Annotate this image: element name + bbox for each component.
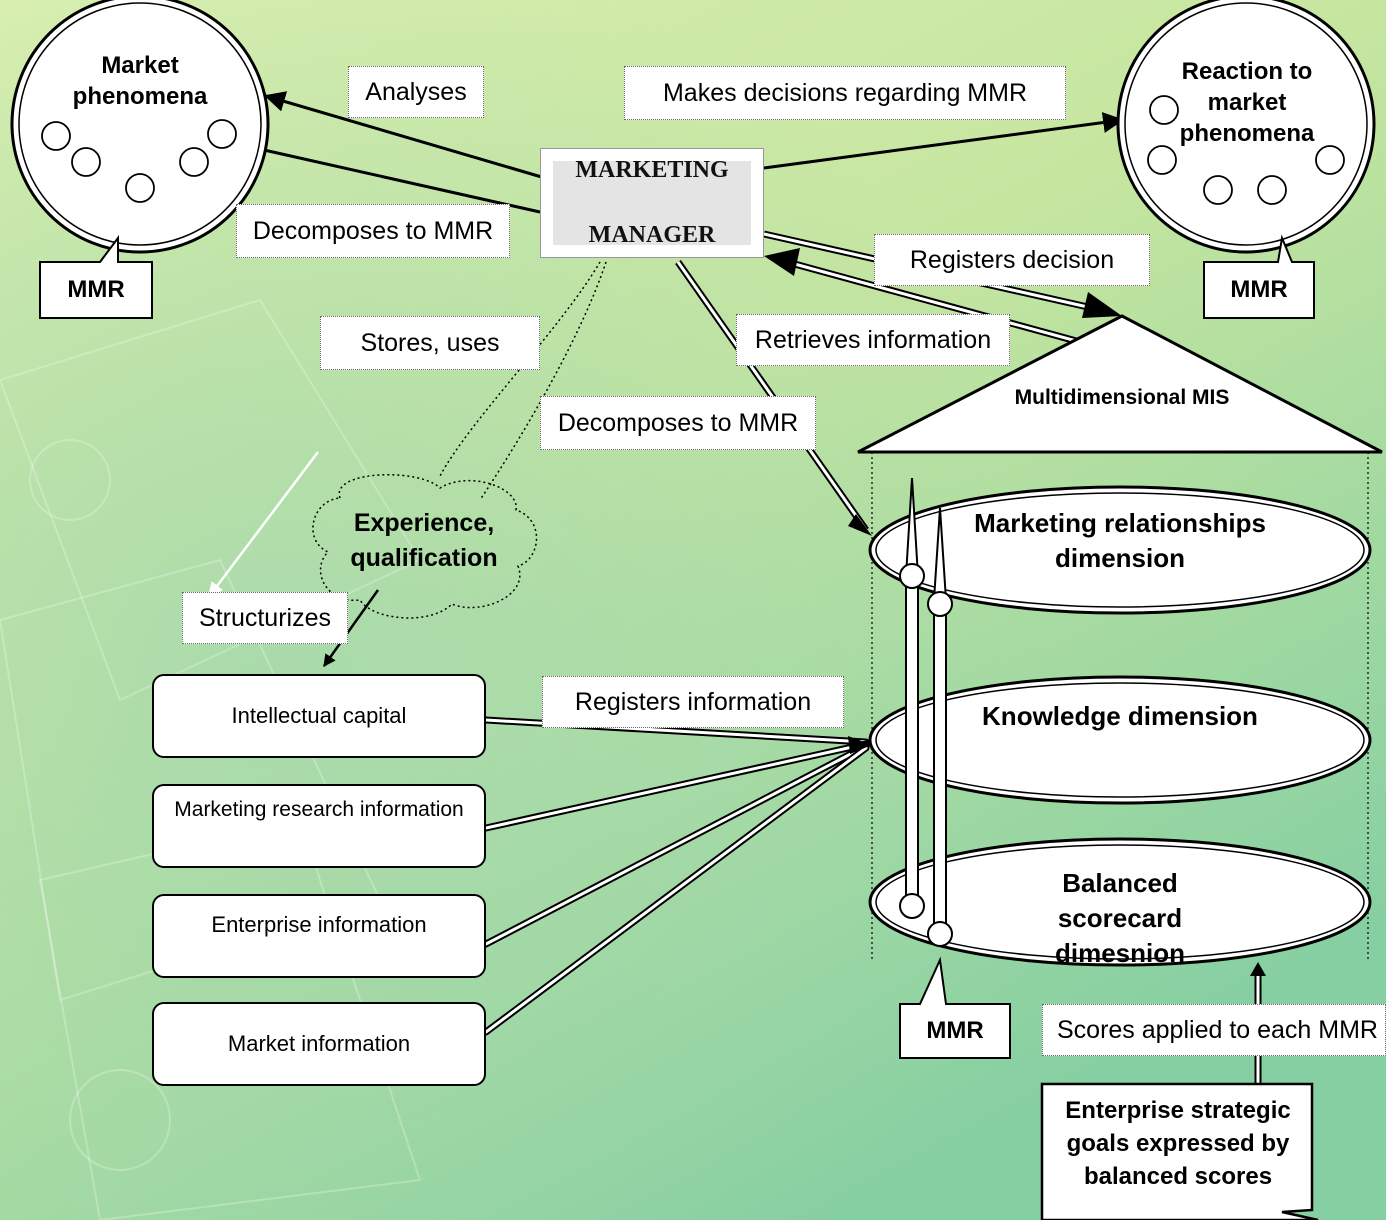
- label-decomposes-top: Decomposes to MMR: [236, 204, 510, 258]
- mmr-callout-bottom: [899, 956, 1011, 1059]
- arrows-registers-information: [482, 716, 872, 1036]
- arrow-structurizes: [213, 451, 319, 591]
- dimension-balanced-scorecard: Balanced scorecard dimesnion: [1054, 868, 1185, 969]
- mmr-label-right: MMR: [1230, 276, 1288, 303]
- label-analyses: Analyses: [348, 66, 484, 118]
- label-retrieves-information: Retrieves information: [736, 314, 1010, 366]
- label-structurizes: Structurizes: [182, 592, 348, 644]
- box-marketing-research-information: Marketing research information: [152, 784, 486, 868]
- arrow-experience-to-capital: [322, 589, 380, 668]
- manager-line-1: MARKETING: [575, 157, 729, 184]
- mmr-label-left: MMR: [67, 276, 125, 303]
- arrow-analyses: [263, 91, 546, 180]
- strategic-goals-callout: [1040, 1082, 1319, 1220]
- label-scores-applied: Scores applied to each MMR: [1042, 1004, 1386, 1056]
- experience-label: Experience, qualification: [350, 509, 498, 572]
- label-decomposes-mid: Decomposes to MMR: [540, 396, 816, 450]
- box-market-information: Market information: [152, 1002, 486, 1086]
- label-makes-decisions: Makes decisions regarding MMR: [624, 66, 1066, 120]
- market-phenomena-circle: [10, 0, 270, 254]
- manager-line-2: MANAGER: [588, 222, 716, 249]
- mmr-vertical-bars: [899, 477, 953, 947]
- arrow-makes-decisions: [763, 112, 1125, 170]
- experience-cloud: [312, 474, 538, 619]
- label-registers-information: Registers information: [542, 676, 844, 728]
- dimension-ellipses: [868, 485, 1372, 967]
- arrow-decomposes-top: [263, 148, 541, 214]
- dotted-connector: [479, 261, 607, 501]
- reaction-label: Reaction to market phenomena: [1179, 58, 1315, 148]
- dimension-marketing-relationships: Marketing relationships dimension: [974, 508, 1266, 574]
- mmr-callout-left: [39, 235, 153, 319]
- dotted-connector: [439, 261, 601, 477]
- label-registers-decision: Registers decision: [874, 234, 1150, 286]
- strategic-goals-label: Enterprise strategic goals expressed by …: [1065, 1097, 1291, 1191]
- mis-title: Multidimensional MIS: [1014, 386, 1230, 409]
- box-intellectual-capital: Intellectual capital: [152, 674, 486, 758]
- mmr-callout-right: [1203, 234, 1315, 319]
- marketing-manager-label: MARKETING MANAGER: [553, 157, 751, 248]
- label-stores-uses: Stores, uses: [320, 316, 540, 370]
- mis-triangle: [857, 314, 1383, 454]
- dimension-knowledge: Knowledge dimension: [982, 701, 1258, 731]
- mmr-label-bottom: MMR: [926, 1017, 984, 1044]
- market-phenomena-label: Market phenomena: [72, 52, 208, 111]
- arrow-retrieves-information: [764, 248, 1081, 346]
- marketing-manager-box: MARKETING MANAGER: [540, 148, 764, 258]
- reaction-circle: [1116, 0, 1376, 254]
- box-enterprise-information: Enterprise information: [152, 894, 486, 978]
